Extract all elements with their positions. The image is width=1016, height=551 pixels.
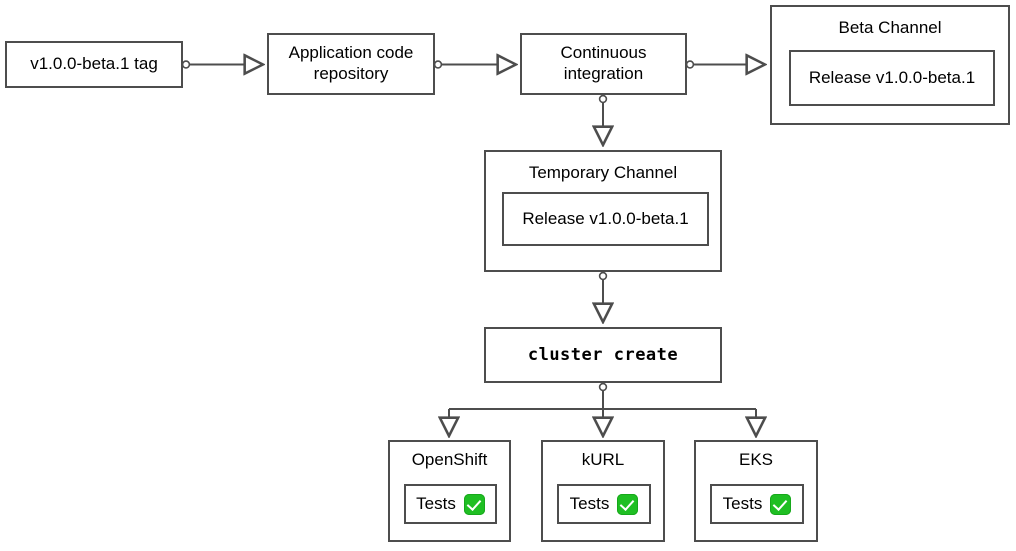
- node-cluster-create[interactable]: cluster create: [484, 327, 722, 383]
- eks-title: EKS: [738, 450, 774, 469]
- edge-source-dot: [598, 271, 608, 281]
- node-temporary-channel[interactable]: Temporary Channel Release v1.0.0-beta.1: [484, 150, 722, 272]
- node-beta-channel[interactable]: Beta Channel Release v1.0.0-beta.1: [770, 5, 1010, 125]
- white-check-mark-icon: [463, 493, 485, 515]
- openshift-title: OpenShift: [411, 450, 488, 469]
- kurl-tests-label: Tests: [569, 494, 610, 513]
- white-check-mark-icon: [770, 493, 792, 515]
- kurl-title: kURL: [581, 450, 625, 469]
- beta-channel-title: Beta Channel: [838, 18, 942, 37]
- node-kurl[interactable]: kURL Tests: [541, 440, 665, 542]
- node-application-code-repository[interactable]: Application code repository: [267, 33, 435, 95]
- temporary-channel-title: Temporary Channel: [528, 163, 678, 182]
- node-continuous-integration[interactable]: Continuous integration: [520, 33, 687, 95]
- temporary-channel-release-label: Release v1.0.0-beta.1: [522, 209, 689, 228]
- beta-channel-release-label: Release v1.0.0-beta.1: [808, 68, 976, 87]
- eks-tests-box[interactable]: Tests: [710, 484, 804, 524]
- node-openshift[interactable]: OpenShift Tests: [388, 440, 511, 542]
- node-ci-label: Continuous integration: [560, 43, 647, 83]
- edge-source-dot: [181, 60, 191, 69]
- node-tag-label: v1.0.0-beta.1 tag: [30, 54, 158, 74]
- beta-channel-release-box[interactable]: Release v1.0.0-beta.1: [789, 50, 995, 106]
- openshift-tests-box[interactable]: Tests: [404, 484, 497, 524]
- edge-source-dot: [598, 94, 608, 104]
- edge-source-dot: [685, 60, 695, 69]
- white-check-mark-icon: [617, 493, 639, 515]
- cluster-create-label: cluster create: [527, 344, 679, 365]
- temporary-channel-release-box[interactable]: Release v1.0.0-beta.1: [502, 192, 709, 246]
- edge-source-dot: [433, 60, 443, 69]
- openshift-tests-label: Tests: [416, 494, 456, 513]
- node-repo-label: Application code repository: [288, 43, 414, 83]
- edge-source-dot: [598, 382, 608, 392]
- eks-tests-label: Tests: [722, 494, 763, 513]
- node-eks[interactable]: EKS Tests: [694, 440, 818, 542]
- kurl-tests-box[interactable]: Tests: [557, 484, 651, 524]
- node-tag[interactable]: v1.0.0-beta.1 tag: [5, 41, 183, 88]
